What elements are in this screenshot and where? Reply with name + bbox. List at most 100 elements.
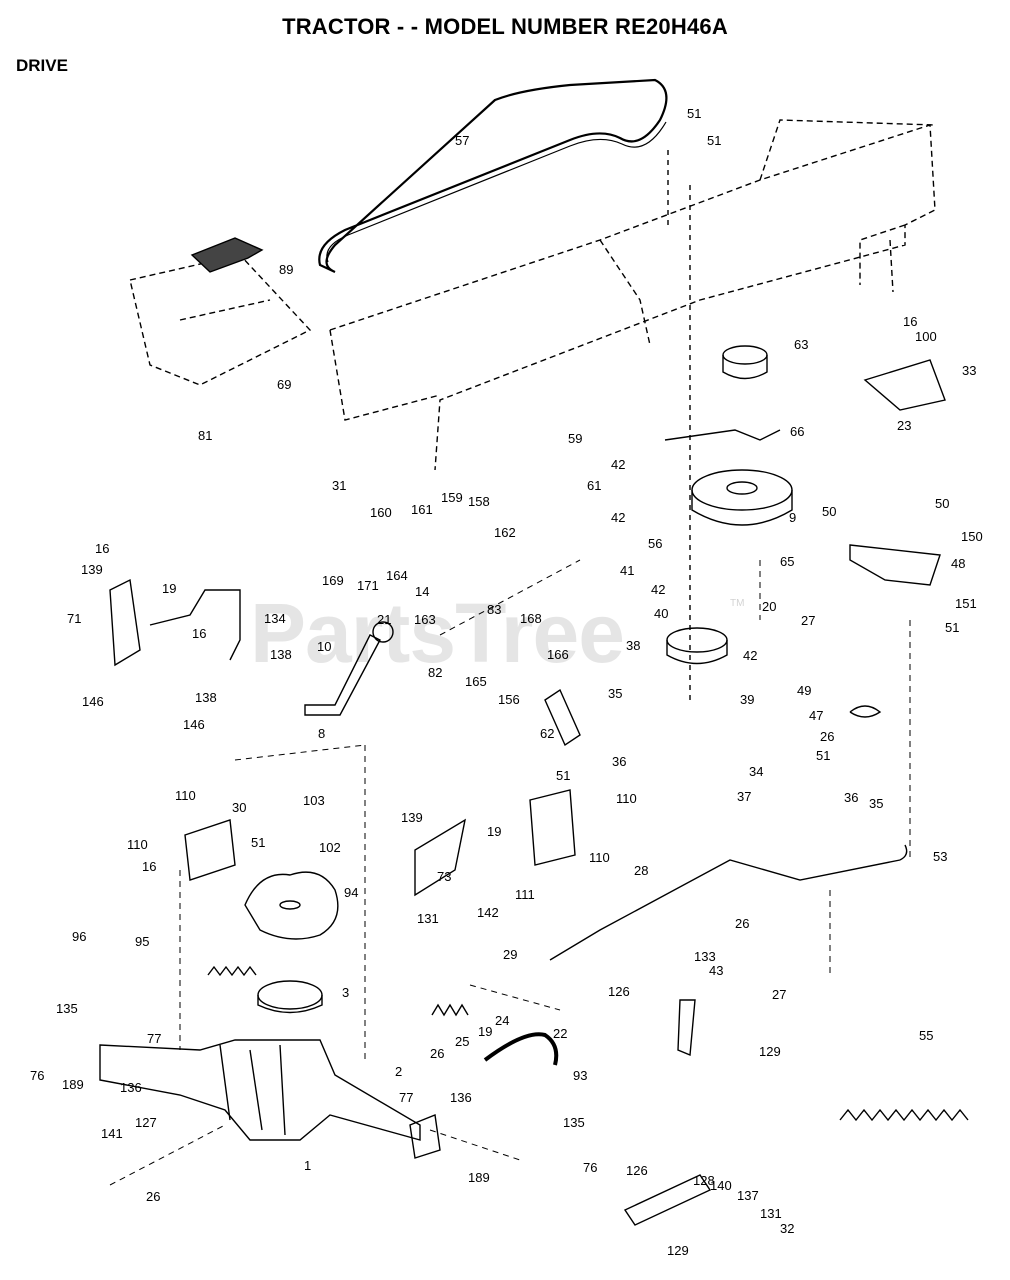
part-label: 19 xyxy=(478,1024,492,1039)
part-label: 71 xyxy=(67,611,81,626)
part-label: 146 xyxy=(183,717,205,732)
part-label: 89 xyxy=(279,262,293,277)
arm-133 xyxy=(677,999,696,1057)
part-label: 131 xyxy=(417,911,439,926)
part-label: 43 xyxy=(709,963,723,978)
part-label: 42 xyxy=(743,648,757,663)
rod-28 xyxy=(549,859,901,961)
spring-25 xyxy=(431,1003,469,1017)
part-label: 73 xyxy=(437,869,451,884)
pedal-89 xyxy=(190,237,264,273)
part-label: 76 xyxy=(30,1068,44,1083)
part-label: 42 xyxy=(611,457,625,472)
pulley-3 xyxy=(257,980,323,1010)
connector-lines xyxy=(109,559,911,1186)
part-label: 2 xyxy=(395,1064,402,1079)
part-label: 16 xyxy=(192,626,206,641)
idler-47 xyxy=(849,705,882,718)
lever-8 xyxy=(304,634,381,716)
part-label: 14 xyxy=(415,584,429,599)
part-label: 168 xyxy=(520,611,542,626)
part-label: 37 xyxy=(737,789,751,804)
clutch-9 xyxy=(691,469,793,511)
bracket-111 xyxy=(529,789,576,866)
part-label: 26 xyxy=(820,729,834,744)
part-label: 162 xyxy=(494,525,516,540)
part-label: 35 xyxy=(869,796,883,811)
part-label: 93 xyxy=(573,1068,587,1083)
part-label: 26 xyxy=(146,1189,160,1204)
part-label: 26 xyxy=(735,916,749,931)
part-label: 36 xyxy=(612,754,626,769)
part-label: 21 xyxy=(377,612,391,627)
part-label: 95 xyxy=(135,934,149,949)
knob-21 xyxy=(372,621,394,643)
part-label: 77 xyxy=(147,1031,161,1046)
part-label: 110 xyxy=(589,850,610,865)
part-label: 59 xyxy=(568,431,582,446)
part-label: 126 xyxy=(608,984,630,999)
part-label: 137 xyxy=(737,1188,759,1203)
part-label: 39 xyxy=(740,692,754,707)
part-label: 81 xyxy=(198,428,212,443)
part-label: 51 xyxy=(816,748,830,763)
part-label: 53 xyxy=(933,849,947,864)
part-label: 23 xyxy=(897,418,911,433)
part-label: 50 xyxy=(935,496,949,511)
part-label: 139 xyxy=(401,810,423,825)
part-label: 151 xyxy=(955,596,977,611)
part-label: 8 xyxy=(318,726,325,741)
rod-66 xyxy=(664,429,781,441)
part-label: 55 xyxy=(919,1028,933,1043)
part-label: 51 xyxy=(687,106,701,121)
pulley-38 xyxy=(666,627,728,653)
pulley-63 xyxy=(722,345,768,365)
part-label: 110 xyxy=(127,837,148,852)
diagram-drawing xyxy=(99,78,969,1226)
part-label: 136 xyxy=(120,1080,142,1095)
part-label: 51 xyxy=(707,133,721,148)
spacer-62 xyxy=(544,688,581,747)
part-label: 161 xyxy=(411,502,433,517)
part-label: 57 xyxy=(455,133,469,148)
part-label: 24 xyxy=(495,1013,509,1028)
part-label: 102 xyxy=(319,840,341,855)
spring-55 xyxy=(839,1108,969,1122)
part-label: 163 xyxy=(414,612,436,627)
part-label: 139 xyxy=(81,562,103,577)
part-label: 138 xyxy=(195,690,217,705)
part-label: 41 xyxy=(620,563,634,578)
part-label: 10 xyxy=(317,639,331,654)
part-label: 19 xyxy=(487,824,501,839)
frame-outline xyxy=(129,119,936,471)
part-label: 142 xyxy=(477,905,499,920)
part-label: 34 xyxy=(749,764,763,779)
part-label: 16 xyxy=(95,541,109,556)
part-label: 156 xyxy=(498,692,520,707)
part-label: 36 xyxy=(844,790,858,805)
part-label: 56 xyxy=(648,536,662,551)
part-label: 135 xyxy=(563,1115,585,1130)
part-label: 189 xyxy=(468,1170,490,1185)
part-label: 27 xyxy=(801,613,815,628)
part-label: 22 xyxy=(553,1026,567,1041)
part-label: 51 xyxy=(556,768,570,783)
bracket-73 xyxy=(414,818,466,897)
part-label: 20 xyxy=(762,599,776,614)
part-label: 150 xyxy=(961,529,983,544)
arm-128 xyxy=(623,1174,712,1226)
part-label: 35 xyxy=(608,686,622,701)
bracket-71 xyxy=(109,578,141,667)
part-label: 66 xyxy=(790,424,804,439)
part-label: 42 xyxy=(651,582,665,597)
part-label: 30 xyxy=(232,800,246,815)
part-label: 127 xyxy=(135,1115,157,1130)
part-label: 126 xyxy=(626,1163,648,1178)
part-label: 51 xyxy=(251,835,265,850)
page-title: TRACTOR - - MODEL NUMBER RE20H46A xyxy=(282,14,728,39)
part-label: 96 xyxy=(72,929,86,944)
part-label: 48 xyxy=(951,556,965,571)
transaxle-1 xyxy=(99,1039,421,1141)
